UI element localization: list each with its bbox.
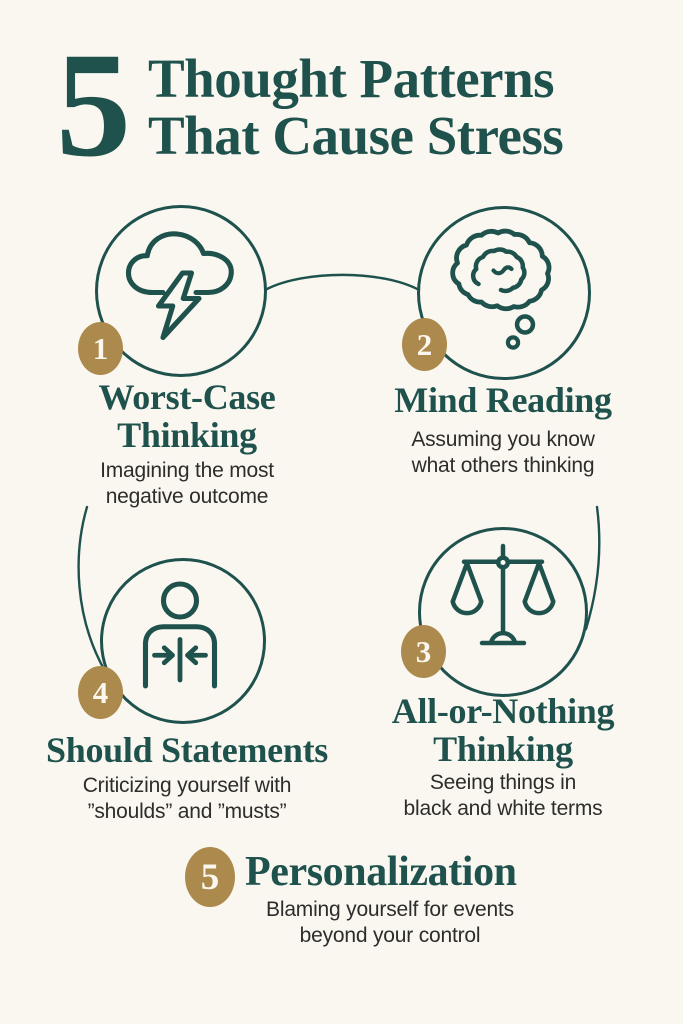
item-5-number: 5 bbox=[200, 856, 220, 898]
connector-item2-item3 bbox=[584, 505, 601, 631]
item-3-number-badge: 3 bbox=[401, 625, 446, 678]
page-title-line-1: Thought Patterns bbox=[148, 48, 555, 109]
item-2-number-badge: 2 bbox=[402, 318, 447, 371]
item-5-description: Blaming yourself for events beyond your … bbox=[266, 898, 514, 947]
item-1-number: 1 bbox=[92, 330, 109, 366]
item-3-title: All-or-Nothing Thinking bbox=[391, 691, 615, 769]
item-1-title: Worst-Case Thinking bbox=[98, 377, 276, 455]
item-2-text: Mind Reading Assuming you know what othe… bbox=[353, 381, 653, 479]
item-4-description: Criticizing yourself with ”shoulds” and … bbox=[82, 774, 292, 823]
item-1-number-badge: 1 bbox=[78, 322, 123, 375]
item-1-text: Worst-Case Thinking Imagining the most n… bbox=[37, 378, 337, 510]
item-2-title: Mind Reading bbox=[394, 380, 612, 420]
page-title-line-2: That Cause Stress bbox=[148, 105, 564, 166]
connector-item1-item4 bbox=[77, 505, 107, 673]
person-inward-arrows-icon bbox=[142, 581, 218, 689]
item-3-description: Seeing things in black and white terms bbox=[403, 771, 603, 820]
page-title: Thought Patterns That Cause Stress bbox=[148, 48, 564, 166]
thought-bubble-brain-icon bbox=[450, 228, 552, 350]
item-4-title: Should Statements bbox=[46, 730, 328, 770]
item-4-number-badge: 4 bbox=[78, 666, 123, 719]
item-5-number-badge: 5 bbox=[185, 847, 235, 907]
item-3-circle bbox=[418, 527, 588, 697]
item-2-description: Assuming you know what others thinking bbox=[411, 428, 595, 477]
item-1-description: Imagining the most negative outcome bbox=[100, 459, 274, 508]
item-4-text: Should Statements Criticizing yourself w… bbox=[37, 731, 337, 825]
item-1-circle bbox=[95, 205, 267, 377]
connector-item1-item2 bbox=[265, 273, 421, 292]
item-2-circle bbox=[417, 206, 591, 380]
item-4-number: 4 bbox=[92, 674, 109, 710]
header-big-number: 5 bbox=[56, 22, 131, 188]
storm-cloud-lightning-icon bbox=[125, 231, 234, 341]
item-3-text: All-or-Nothing Thinking Seeing things in… bbox=[353, 692, 653, 822]
item-2-number: 2 bbox=[416, 326, 433, 362]
item-5-title: Personalization bbox=[245, 849, 517, 895]
item-3-number: 3 bbox=[415, 633, 432, 669]
item-4-circle bbox=[100, 558, 266, 724]
balance-scale-icon bbox=[450, 543, 556, 646]
